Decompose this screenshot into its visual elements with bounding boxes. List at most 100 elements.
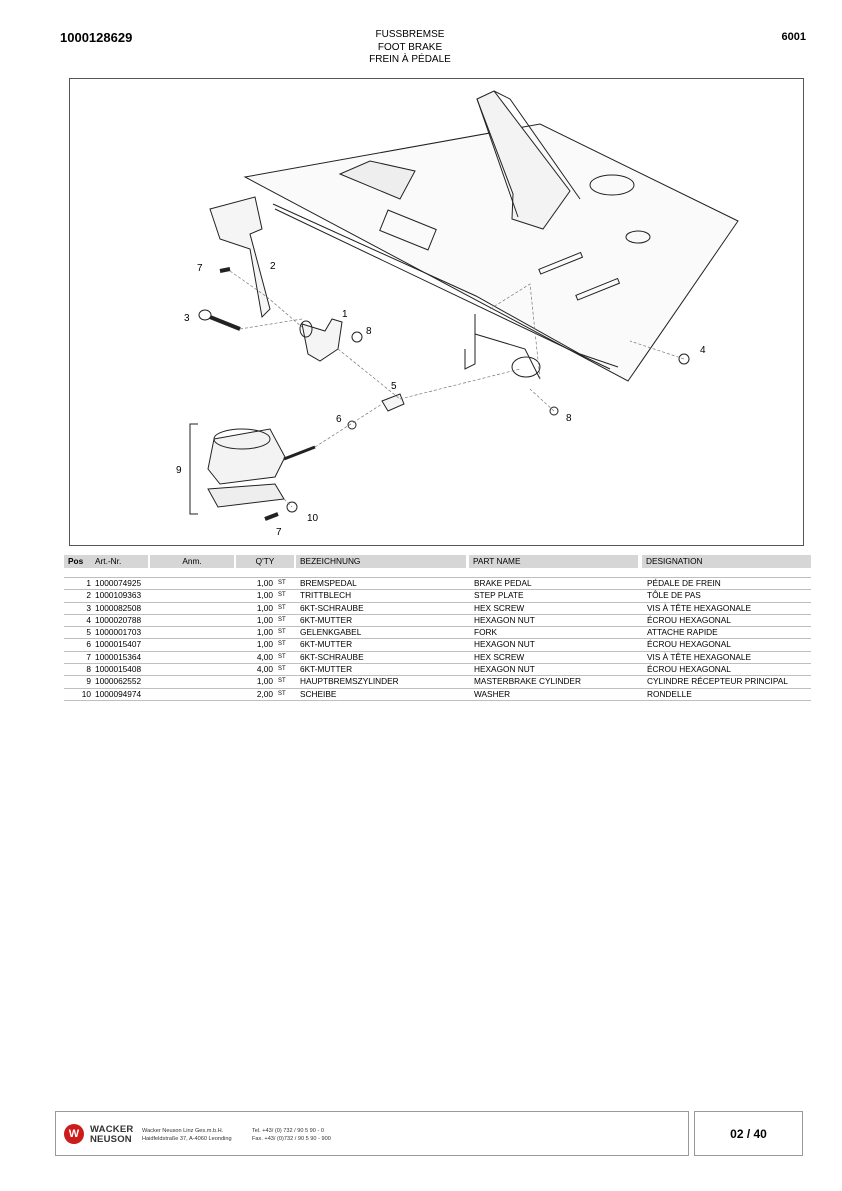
- row-name-fr: RONDELLE: [647, 688, 692, 699]
- row-name-en: HEX SCREW: [474, 651, 525, 662]
- row-name-fr: CYLINDRE RÉCEPTEUR PRINCIPAL: [647, 676, 788, 687]
- callout-6: 6: [336, 414, 342, 425]
- row-pos: 9: [86, 676, 91, 687]
- fax: Fax. +43/ (0)732 / 90 5 90 - 900: [252, 1136, 331, 1142]
- row-name-en: HEXAGON NUT: [474, 664, 535, 675]
- section-code: 6001: [781, 31, 806, 43]
- row-name-fr: PÉDALE DE FREIN: [647, 578, 721, 588]
- row-article-number: 1000109363: [95, 590, 142, 601]
- row-name-fr: ATTACHE RAPIDE: [647, 627, 718, 638]
- row-quantity: 1,00: [256, 676, 273, 687]
- row-name-en: MASTERBRAKE CYLINDER: [474, 676, 581, 687]
- foot-brake-illustration: 1 2 3 4 5 6 7 8 8 9 10 7: [176, 90, 739, 538]
- company-name: Wacker Neuson Linz Ges.m.b.H.: [142, 1128, 224, 1134]
- row-name-fr: ÉCROU HEXAGONAL: [647, 664, 731, 675]
- callout-1: 1: [342, 309, 348, 320]
- row-name-en: WASHER: [474, 688, 511, 699]
- document-number: 1000128629: [60, 30, 133, 45]
- page-title: FUSSBREMSE FOOT BRAKE FREIN À PÉDALE: [300, 29, 520, 67]
- row-quantity: 1,00: [256, 627, 273, 638]
- callout-8: 8: [366, 326, 372, 337]
- row-pos: 5: [86, 627, 91, 638]
- row-unit: ST: [278, 653, 286, 660]
- row-quantity: 1,00: [256, 639, 273, 650]
- row-article-number: 1000020788: [95, 614, 142, 625]
- callout-8b: 8: [566, 413, 572, 424]
- row-article-number: 1000074925: [95, 578, 142, 588]
- row-name-de: 6KT-MUTTER: [300, 639, 353, 650]
- header-fr: DESIGNATION: [642, 555, 811, 568]
- brand-name-line2: NEUSON: [90, 1134, 132, 1145]
- row-name-de: 6KT-MUTTER: [300, 614, 353, 625]
- row-unit: ST: [278, 678, 286, 685]
- exploded-view-drawing: 1 2 3 4 5 6 7 8 8 9 10 7: [69, 78, 804, 546]
- row-unit: ST: [278, 604, 286, 611]
- row-quantity: 1,00: [256, 590, 273, 601]
- row-name-de: SCHEIBE: [300, 688, 337, 699]
- row-article-number: 1000082508: [95, 602, 142, 613]
- table-row: 10 1000094974 2,00 ST SCHEIBE WASHER RONDELLE: [64, 689, 811, 701]
- row-quantity: 1,00: [256, 614, 273, 625]
- header-anm: Anm.: [150, 555, 234, 568]
- row-article-number: 1000015408: [95, 664, 142, 675]
- row-quantity: 4,00: [256, 664, 273, 675]
- row-name-en: HEXAGON NUT: [474, 639, 535, 650]
- footer: W WACKER NEUSON Wacker Neuson Linz Ges.m…: [55, 1111, 689, 1156]
- brand-name-line1: WACKER: [90, 1124, 134, 1135]
- row-name-fr: VIS À TÊTE HEXAGONALE: [647, 651, 752, 662]
- header-divider: [64, 568, 811, 578]
- callout-5: 5: [391, 381, 397, 392]
- callout-3: 3: [184, 313, 190, 324]
- row-quantity: 1,00: [256, 602, 273, 613]
- row-article-number: 1000094974: [95, 688, 142, 699]
- row-name-en: HEXAGON NUT: [474, 614, 535, 625]
- header-en: PART NAME: [469, 555, 638, 568]
- row-quantity: 4,00: [256, 651, 273, 662]
- row-name-de: BREMSPEDAL: [300, 578, 357, 588]
- header-de: BEZEICHNUNG: [296, 555, 466, 568]
- row-name-fr: ÉCROU HEXAGONAL: [647, 614, 731, 625]
- wacker-logo-icon: W: [64, 1124, 84, 1144]
- header-qty: Q'TY: [236, 555, 294, 568]
- row-quantity: 2,00: [256, 688, 273, 699]
- table-header: Pos Art.-Nr. Anm. Q'TY BEZEICHNUNG PART …: [64, 555, 811, 568]
- row-article-number: 1000015407: [95, 639, 142, 650]
- row-name-de: HAUPTBREMSZYLINDER: [300, 676, 399, 687]
- row-unit: ST: [278, 616, 286, 623]
- row-pos: 8: [86, 664, 91, 675]
- callout-4: 4: [700, 345, 706, 356]
- row-name-fr: VIS À TÊTE HEXAGONALE: [647, 602, 752, 613]
- row-name-en: STEP PLATE: [474, 590, 524, 601]
- row-pos: 2: [86, 590, 91, 601]
- title-german: FUSSBREMSE: [375, 29, 445, 40]
- callout-2: 2: [270, 261, 276, 272]
- callout-7b: 7: [276, 527, 282, 538]
- row-name-de: 6KT-SCHRAUBE: [300, 651, 364, 662]
- title-french: FREIN À PÉDALE: [369, 54, 451, 65]
- row-name-de: 6KT-SCHRAUBE: [300, 602, 364, 613]
- row-name-de: 6KT-MUTTER: [300, 664, 353, 675]
- row-pos: 10: [81, 688, 91, 699]
- header-pos: Pos: [64, 555, 91, 568]
- page-number: 02 / 40: [694, 1111, 803, 1156]
- row-name-en: FORK: [474, 627, 498, 638]
- row-unit: ST: [278, 690, 286, 697]
- row-unit: ST: [278, 666, 286, 673]
- title-english: FOOT BRAKE: [377, 41, 443, 53]
- row-pos: 6: [86, 639, 91, 650]
- callout-9: 9: [176, 465, 182, 476]
- row-pos: 1: [86, 578, 91, 588]
- callout-10: 10: [307, 513, 319, 524]
- row-unit: ST: [278, 592, 286, 599]
- row-pos: 3: [86, 602, 91, 613]
- row-unit: ST: [278, 641, 286, 648]
